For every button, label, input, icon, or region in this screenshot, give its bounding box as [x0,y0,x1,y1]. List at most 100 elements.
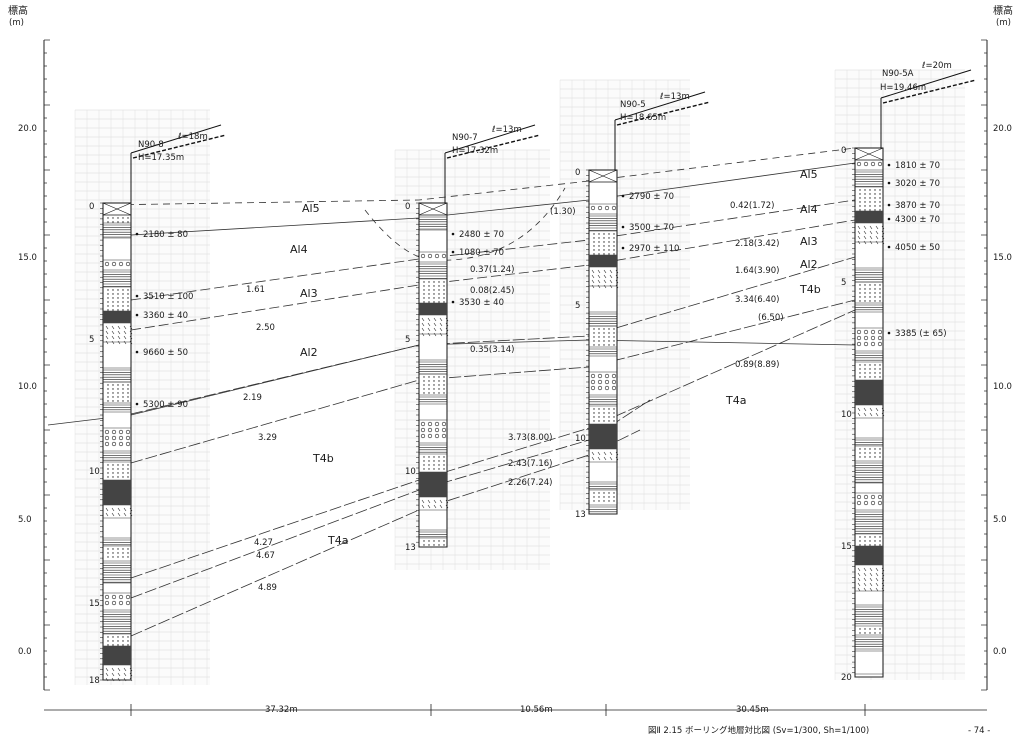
thickness-annotation: 4.67 [256,551,275,561]
radiocarbon-date: 3870 ± 70 [895,201,940,211]
depth-label: 0 [841,146,846,156]
depth-label: 10 [575,434,586,444]
thickness-annotation: 0.35(3.14) [470,345,514,355]
borehole-name: N90-7 [452,133,478,143]
radiocarbon-date: 2970 ± 110 [629,244,679,254]
radiocarbon-date: 2790 ± 70 [629,192,674,202]
right-axis-tick: 15.0 [993,253,1012,263]
layer-label: T4b [312,452,334,465]
radiocarbon-date: 1810 ± 70 [895,161,940,171]
right-axis-tick: 10.0 [993,382,1012,392]
radiocarbon-date: 3510 ± 100 [143,292,193,302]
thickness-annotation: 4.27 [254,538,273,548]
left-axis-title: 標高 [8,4,28,17]
depth-label: 20 [841,673,852,683]
page-number: - 74 - [968,726,990,736]
correlation-line [102,147,856,206]
layer-label: Al5 [800,168,818,181]
borehole-distance: 30.45m [736,705,769,715]
left-axis-tick: 15.0 [18,253,37,263]
borehole-name: N90-8 [138,140,164,150]
grid-board [74,109,210,685]
depth-label: 5 [405,335,410,345]
radiocarbon-date: 3500 ± 70 [629,223,674,233]
borehole-ground-elevation: H=18.65m [620,113,666,123]
left-axis-unit: (m) [9,18,24,28]
correlation-line [130,256,856,415]
thickness-annotation: 2.18(3.42) [735,239,779,249]
thickness-annotation: 3.73(8.00) [508,433,552,443]
right-axis-tick: 0.0 [993,647,1007,657]
thickness-annotation: 1.61 [246,285,265,295]
layer-label: Al3 [300,287,318,300]
borehole-length: ℓ=13m [659,92,690,102]
radiocarbon-date: 3360 ± 40 [143,311,188,321]
borehole-distance: 10.56m [520,705,553,715]
correlation-line [130,399,651,599]
radiocarbon-date: 4050 ± 50 [895,243,940,253]
depth-label: 10 [841,410,852,420]
borehole-distance: 37.32m [265,705,298,715]
radiocarbon-date: 3530 ± 40 [459,298,504,308]
depth-label: 0 [575,168,580,178]
grid-board [559,79,690,510]
depth-label: 0 [89,202,94,212]
thickness-annotation: 2.50 [256,323,275,333]
depth-label: 5 [575,301,580,311]
radiocarbon-date: 9660 ± 50 [143,348,188,358]
depth-label: 0 [405,202,410,212]
left-axis-tick: 0.0 [18,647,32,657]
right-axis-unit: (m) [996,18,1011,28]
thickness-annotation: 0.89(8.89) [735,360,779,370]
depth-label: 10 [89,467,100,477]
borehole-name: N90-5 [620,100,646,110]
radiocarbon-date: 5300 ± 90 [143,400,188,410]
left-axis-tick: 20.0 [18,124,37,134]
layer-label: T4a [725,394,746,407]
layer-label: Al2 [800,258,818,271]
radiocarbon-date: 4300 ± 70 [895,215,940,225]
borehole-ground-elevation: H=17.32m [452,146,498,156]
depth-label: 13 [405,543,416,553]
correlation-line [130,199,856,301]
left-axis-tick: 5.0 [18,515,32,525]
thickness-annotation: 1.64(3.90) [735,266,779,276]
thickness-annotation: (1.30) [550,207,576,217]
depth-label: 5 [841,278,846,288]
left-elevation-axis [43,39,50,691]
layer-label: Al2 [300,346,318,359]
radiocarbon-date: 3385 (± 65) [895,329,947,339]
right-axis-tick: 5.0 [993,515,1007,525]
borehole-ground-elevation: H=17.35m [138,153,184,163]
layer-label: Al3 [800,235,818,248]
correlation-line [130,162,856,236]
left-axis-tick: 10.0 [18,382,37,392]
correlation-line [130,309,856,579]
thickness-annotation: 0.08(2.45) [470,286,514,296]
thickness-annotation: 4.89 [258,583,277,593]
radiocarbon-date: 2180 ± 80 [143,230,188,240]
depth-label: 18 [89,676,100,686]
thickness-annotation: 2.26(7.24) [508,478,552,488]
layer-label: Al4 [800,203,818,216]
grid-board [394,149,550,570]
right-axis-title: 標高 [993,4,1013,17]
borehole-length: ℓ=13m [491,125,522,135]
layer-label: T4b [799,283,821,296]
radiocarbon-date: 3020 ± 70 [895,179,940,189]
depth-label: 10 [405,467,416,477]
figure-caption: 図Ⅱ 2.15 ボーリング地層対比図 (Sv=1/300, Sh=1/100) [648,725,869,736]
right-elevation-axis [981,39,988,691]
borehole-length: ℓ=20m [921,61,952,71]
borehole-column-2 [416,124,541,548]
thickness-annotation: 3.34(6.40) [735,295,779,305]
borehole-column-4 [852,69,977,678]
borehole-column-3 [586,91,711,515]
thickness-annotation: 0.37(1.24) [470,265,514,275]
thickness-annotation: 0.42(1.72) [730,201,774,211]
borehole-column-1 [100,124,227,682]
depth-label: 5 [89,335,94,345]
thickness-annotation: (6.50) [758,313,784,323]
